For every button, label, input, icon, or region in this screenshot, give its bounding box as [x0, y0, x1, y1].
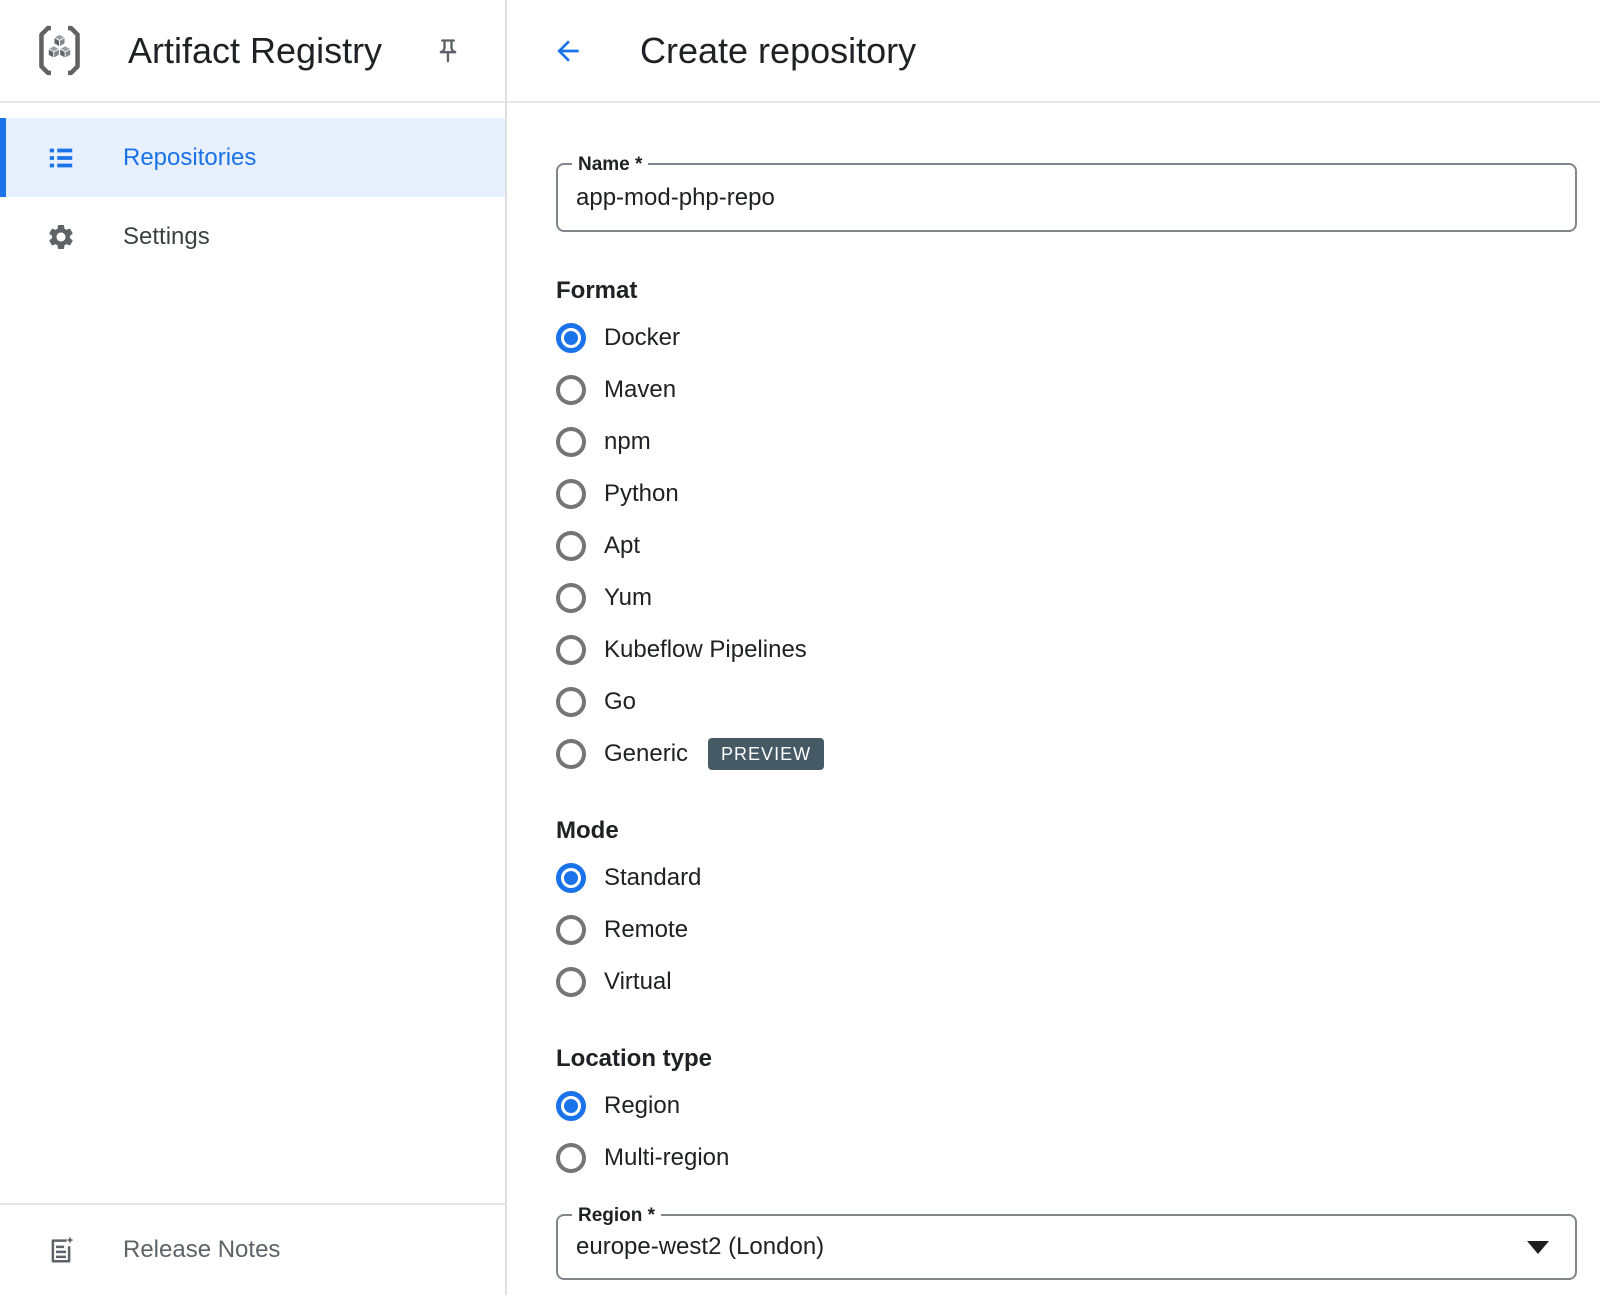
dropdown-arrow-icon	[1527, 1240, 1549, 1254]
region-select[interactable]: Region * europe-west2 (London)	[556, 1202, 1577, 1280]
main-panel: Create repository Name * Format DockerMa…	[507, 0, 1600, 1295]
radio-label-virtual: Virtual	[604, 968, 672, 995]
radio-label-standard: Standard	[604, 864, 702, 891]
name-input[interactable]	[576, 183, 1549, 212]
radio-label-python: Python	[604, 480, 679, 507]
sidebar-item-label: Settings	[123, 222, 210, 250]
back-arrow-icon[interactable]	[552, 35, 584, 67]
radio-unselected-icon[interactable]	[556, 583, 586, 613]
radio-label-region: Region	[604, 1092, 681, 1119]
radio-label-multi-region: Multi-region	[604, 1144, 730, 1171]
radio-option-kubeflow-pipelines[interactable]: Kubeflow Pipelines	[556, 624, 1577, 676]
release-notes-label: Release Notes	[123, 1236, 281, 1263]
radio-option-generic[interactable]: Generic PREVIEW	[556, 728, 1577, 780]
radio-label-yum: Yum	[604, 584, 653, 611]
radio-option-maven[interactable]: Maven	[556, 364, 1577, 416]
radio-option-apt[interactable]: Apt	[556, 520, 1577, 572]
sidebar-item-repositories[interactable]: Repositories	[0, 118, 505, 197]
radio-label-kubeflow-pipelines: Kubeflow Pipelines	[604, 636, 807, 663]
radio-option-standard[interactable]: Standard	[556, 852, 1577, 904]
release-notes-icon	[46, 1235, 76, 1265]
radio-unselected-icon[interactable]	[556, 687, 586, 717]
page-header: Create repository	[507, 0, 1600, 103]
radio-unselected-icon[interactable]	[556, 635, 586, 665]
mode-section-label: Mode	[556, 817, 619, 844]
radio-label-generic: Generic	[604, 740, 689, 767]
sidebar: Artifact Registry Repositories	[0, 0, 507, 1295]
radio-selected-icon[interactable]	[556, 1091, 586, 1121]
radio-option-remote[interactable]: Remote	[556, 904, 1577, 956]
radio-unselected-icon[interactable]	[556, 479, 586, 509]
radio-label-go: Go	[604, 688, 637, 715]
release-notes-link[interactable]: Release Notes	[0, 1203, 505, 1295]
radio-option-region[interactable]: Region	[556, 1080, 1577, 1132]
radio-unselected-icon[interactable]	[556, 739, 586, 769]
location-type-section-label: Location type	[556, 1045, 713, 1072]
name-field-label: Name *	[572, 151, 649, 178]
radio-label-apt: Apt	[604, 532, 641, 559]
list-icon	[46, 143, 76, 173]
radio-unselected-icon[interactable]	[556, 531, 586, 561]
radio-label-maven: Maven	[604, 376, 677, 403]
radio-unselected-icon[interactable]	[556, 1143, 586, 1173]
sidebar-header: Artifact Registry	[0, 0, 505, 103]
radio-option-python[interactable]: Python	[556, 468, 1577, 520]
artifact-registry-logo-icon	[31, 22, 88, 79]
radio-label-docker: Docker	[604, 324, 681, 351]
app-title: Artifact Registry	[128, 29, 383, 71]
region-selected-value: europe-west2 (London)	[576, 1233, 825, 1260]
radio-option-yum[interactable]: Yum	[556, 572, 1577, 624]
radio-selected-icon[interactable]	[556, 323, 586, 353]
region-field-label: Region *	[572, 1202, 662, 1229]
radio-unselected-icon[interactable]	[556, 915, 586, 945]
radio-label-npm: npm	[604, 428, 651, 455]
radio-option-go[interactable]: Go	[556, 676, 1577, 728]
page-title: Create repository	[640, 29, 917, 71]
radio-option-multi-region[interactable]: Multi-region	[556, 1132, 1577, 1184]
radio-option-docker[interactable]: Docker	[556, 312, 1577, 364]
gear-icon	[46, 222, 76, 252]
name-field: Name *	[556, 151, 1577, 232]
radio-selected-icon[interactable]	[556, 863, 586, 893]
radio-unselected-icon[interactable]	[556, 375, 586, 405]
sidebar-nav: Repositories Settings	[0, 103, 505, 276]
preview-badge: PREVIEW	[708, 738, 825, 770]
radio-option-virtual[interactable]: Virtual	[556, 956, 1577, 1008]
radio-option-npm[interactable]: npm	[556, 416, 1577, 468]
format-section-label: Format	[556, 277, 638, 304]
radio-unselected-icon[interactable]	[556, 967, 586, 997]
sidebar-item-settings[interactable]: Settings	[0, 197, 505, 276]
radio-unselected-icon[interactable]	[556, 427, 586, 457]
pushpin-icon[interactable]	[433, 36, 463, 66]
radio-label-remote: Remote	[604, 916, 689, 943]
sidebar-item-label: Repositories	[123, 143, 257, 171]
